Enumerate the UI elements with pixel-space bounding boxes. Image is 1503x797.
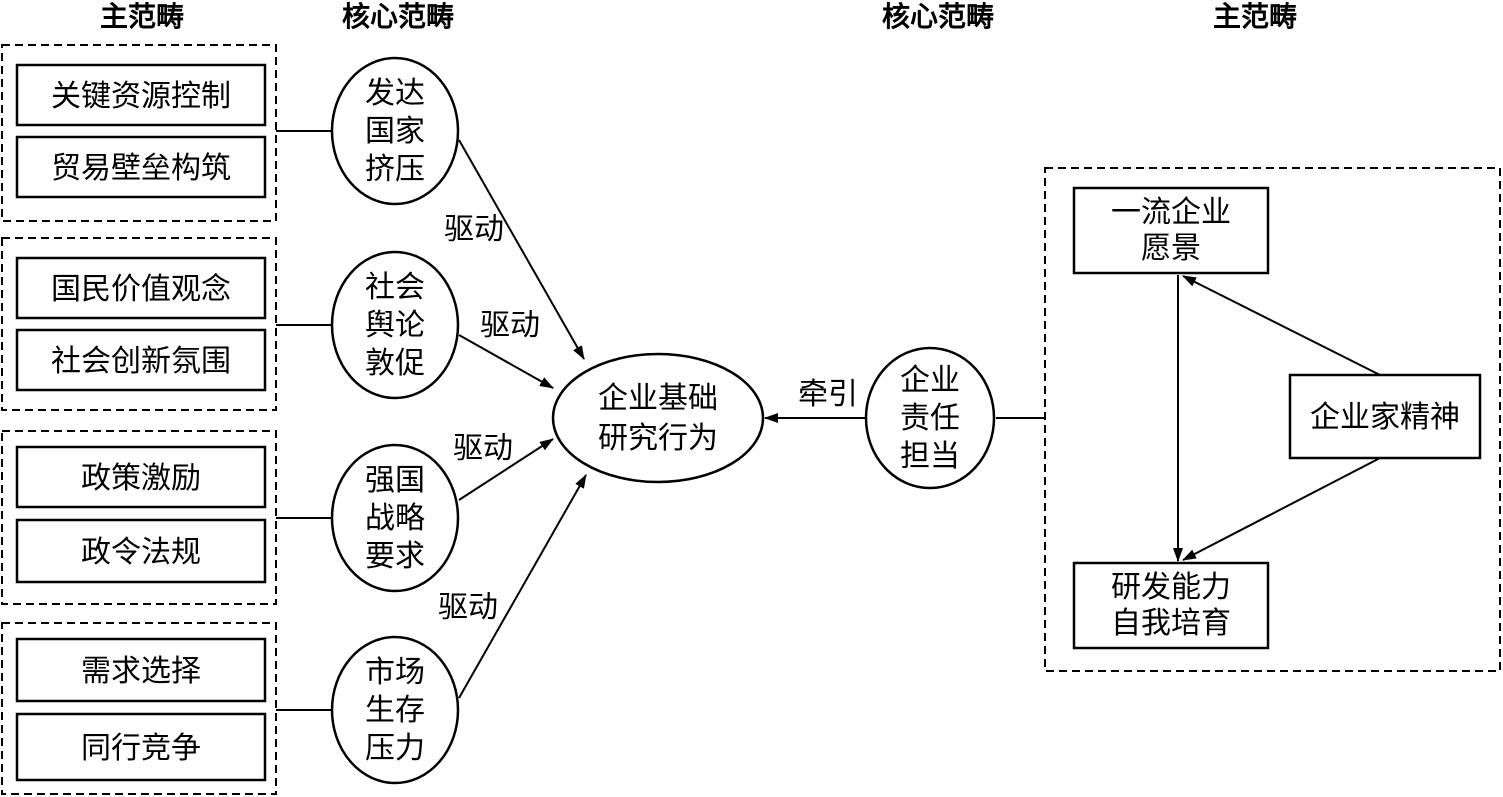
- spirit-label: 企业家精神: [1310, 400, 1460, 435]
- item-label: 关键资源控制: [51, 79, 231, 114]
- group-4-dashed-frame: [1, 622, 277, 795]
- right-dashed-frame: [1044, 167, 1501, 672]
- right-core-line: 担当: [900, 439, 960, 474]
- vision-line: 一流企业: [1111, 195, 1231, 230]
- center-ellipse: [551, 352, 765, 484]
- core-ellipse: [330, 635, 460, 785]
- item-box: [15, 328, 267, 392]
- core-line: 压力: [365, 731, 425, 766]
- vision-box: [1072, 186, 1270, 275]
- capability-line: 自我培育: [1111, 606, 1231, 641]
- capability-box: [1072, 561, 1270, 650]
- core-ellipse: [330, 56, 460, 206]
- core-node-2: 社会 舆论 敦促: [330, 250, 460, 400]
- item-label: 政令法规: [81, 535, 201, 570]
- center-node: 企业基础 研究行为: [551, 352, 765, 484]
- spirit-to-vision-arrow: [1182, 275, 1381, 376]
- left-group-2: 国民价值观念 社会创新氛围: [1, 237, 332, 411]
- core-line: 舆论: [365, 308, 425, 343]
- group-2-dashed-frame: [1, 237, 277, 411]
- core-ellipse: [330, 250, 460, 400]
- right-core-node: 企业 责任 担当: [864, 346, 996, 490]
- right-core-line: 责任: [900, 401, 960, 436]
- item-box: [15, 63, 267, 127]
- left-group-1: 关键资源控制 贸易壁垒构筑: [1, 44, 332, 222]
- group-3-dashed-frame: [1, 430, 277, 605]
- core-line: 生存: [365, 693, 425, 728]
- core-line: 发达: [365, 76, 425, 111]
- core-line: 敦促: [365, 346, 425, 381]
- pull-label: 牵引: [798, 377, 858, 412]
- relation-label-3: 驱动: [453, 431, 513, 466]
- item-label: 同行竞争: [81, 731, 201, 766]
- drive-arrow-1: [458, 139, 585, 360]
- capability-line: 研发能力: [1111, 570, 1231, 605]
- core-line: 社会: [365, 270, 425, 305]
- core-node-1: 发达 国家 挤压: [330, 56, 460, 206]
- right-core-line: 企业: [900, 363, 960, 398]
- relation-label-1: 驱动: [444, 212, 504, 247]
- item-label: 国民价值观念: [51, 272, 231, 307]
- core-line: 市场: [365, 655, 425, 690]
- item-label: 政策激励: [81, 461, 201, 496]
- item-box: [15, 518, 267, 584]
- core-line: 国家: [365, 114, 425, 149]
- spirit-box: [1288, 373, 1482, 460]
- drive-arrow-2: [458, 334, 554, 389]
- core-ellipse: [330, 443, 460, 593]
- core-line: 战略: [365, 501, 425, 536]
- item-box: [15, 256, 267, 320]
- header-left-core: 核心范畴: [342, 0, 454, 33]
- right-core-ellipse: [864, 346, 996, 490]
- header-left-main: 主范畴: [100, 0, 184, 33]
- spirit-to-capability-arrow: [1182, 457, 1381, 561]
- item-label: 社会创新氛围: [51, 344, 231, 379]
- header-right-core: 核心范畴: [882, 0, 994, 33]
- relation-label-2: 驱动: [480, 308, 540, 343]
- drive-arrow-3: [458, 438, 554, 501]
- group-1-dashed-frame: [1, 44, 277, 222]
- item-label: 贸易壁垒构筑: [51, 151, 231, 186]
- item-box: [15, 445, 267, 509]
- core-line: 挤压: [365, 152, 425, 187]
- center-line: 企业基础: [598, 381, 718, 416]
- item-label: 需求选择: [81, 654, 201, 689]
- left-group-4: 需求选择 同行竞争: [1, 622, 332, 795]
- right-group: 一流企业 愿景 企业家精神 研发能力 自我培育: [1044, 167, 1501, 672]
- vision-line: 愿景: [1141, 231, 1201, 266]
- drive-arrow-4: [458, 474, 587, 699]
- core-node-3: 强国 战略 要求: [330, 443, 460, 593]
- relation-label-4: 驱动: [438, 590, 498, 625]
- left-group-3: 政策激励 政令法规: [1, 430, 332, 605]
- core-node-4: 市场 生存 压力: [330, 635, 460, 785]
- core-line: 要求: [365, 539, 425, 574]
- item-box: [15, 135, 267, 199]
- center-line: 研究行为: [598, 421, 718, 456]
- header-right-main: 主范畴: [1213, 0, 1297, 33]
- item-box: [15, 712, 267, 782]
- item-box: [15, 637, 267, 703]
- core-line: 强国: [365, 463, 425, 498]
